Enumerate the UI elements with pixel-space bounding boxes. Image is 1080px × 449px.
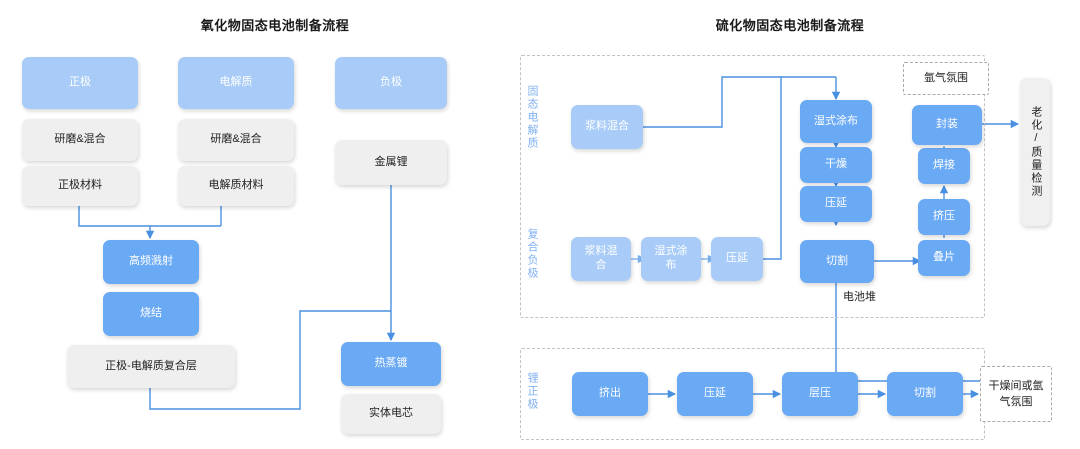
node-composite-layer[interactable]: 正极-电解质复合层 bbox=[67, 345, 235, 388]
node-cathode-step-1[interactable]: 正极材料 bbox=[22, 166, 138, 206]
node-sputtering[interactable]: 高频溅射 bbox=[103, 240, 199, 284]
node-extrusion-press[interactable]: 挤压 bbox=[918, 199, 970, 235]
node-composite-anode-step-1[interactable]: 湿式涂 布 bbox=[641, 237, 701, 281]
node-composite-anode-step-2[interactable]: 压延 bbox=[711, 237, 763, 281]
node-cutting[interactable]: 切割 bbox=[800, 240, 874, 283]
node-argon-atmosphere[interactable]: 氩气氛围 bbox=[903, 62, 989, 95]
group-upper bbox=[520, 55, 985, 318]
node-solid-cell[interactable]: 实体电芯 bbox=[341, 394, 441, 434]
left-diagram-title: 氧化物固态电池制备流程 bbox=[200, 18, 350, 33]
node-dry-room-argon[interactable]: 干燥间或氩 气氛围 bbox=[980, 366, 1052, 422]
label-cell-stack: 电池堆 bbox=[843, 291, 876, 303]
node-cathode-header[interactable]: 正极 bbox=[22, 57, 138, 109]
node-li-cathode-step-3[interactable]: 切割 bbox=[887, 372, 963, 416]
node-calendering[interactable]: 压延 bbox=[800, 186, 872, 222]
node-li-cathode-step-1[interactable]: 压延 bbox=[677, 372, 753, 416]
node-cathode-step-0[interactable]: 研磨&混合 bbox=[22, 119, 138, 161]
node-drying[interactable]: 干燥 bbox=[800, 147, 872, 183]
node-aging-quality-check[interactable]: 老化/质量检测 bbox=[1020, 78, 1050, 226]
node-anode-step-0[interactable]: 金属锂 bbox=[335, 140, 447, 185]
node-thermal-evaporation[interactable]: 热蒸镀 bbox=[341, 342, 441, 386]
group-label-solid-electrolyte: 固态电解质 bbox=[526, 85, 538, 150]
node-composite-anode-step-0[interactable]: 浆料混 合 bbox=[571, 237, 631, 281]
node-packaging[interactable]: 封装 bbox=[912, 105, 982, 145]
node-electrolyte-step-1[interactable]: 电解质材料 bbox=[178, 166, 294, 206]
group-label-composite-anode: 复合负极 bbox=[526, 228, 538, 280]
node-electrolyte-step-0[interactable]: 研磨&混合 bbox=[178, 119, 294, 161]
node-wet-coating[interactable]: 湿式涂布 bbox=[800, 100, 872, 143]
node-anode-header[interactable]: 负极 bbox=[335, 57, 447, 109]
node-stacking[interactable]: 叠片 bbox=[918, 240, 970, 276]
node-li-cathode-step-0[interactable]: 挤出 bbox=[572, 372, 648, 416]
node-li-cathode-step-2[interactable]: 层压 bbox=[782, 372, 858, 416]
node-sintering[interactable]: 烧结 bbox=[103, 292, 199, 336]
node-welding[interactable]: 焊接 bbox=[918, 148, 970, 184]
node-electrolyte-header[interactable]: 电解质 bbox=[178, 57, 294, 109]
right-diagram-title: 硫化物固态电池制备流程 bbox=[715, 18, 865, 33]
node-slurry-mixing-electrolyte[interactable]: 浆料混合 bbox=[571, 105, 643, 149]
group-label-li-cathode: 锂正极 bbox=[526, 372, 538, 411]
